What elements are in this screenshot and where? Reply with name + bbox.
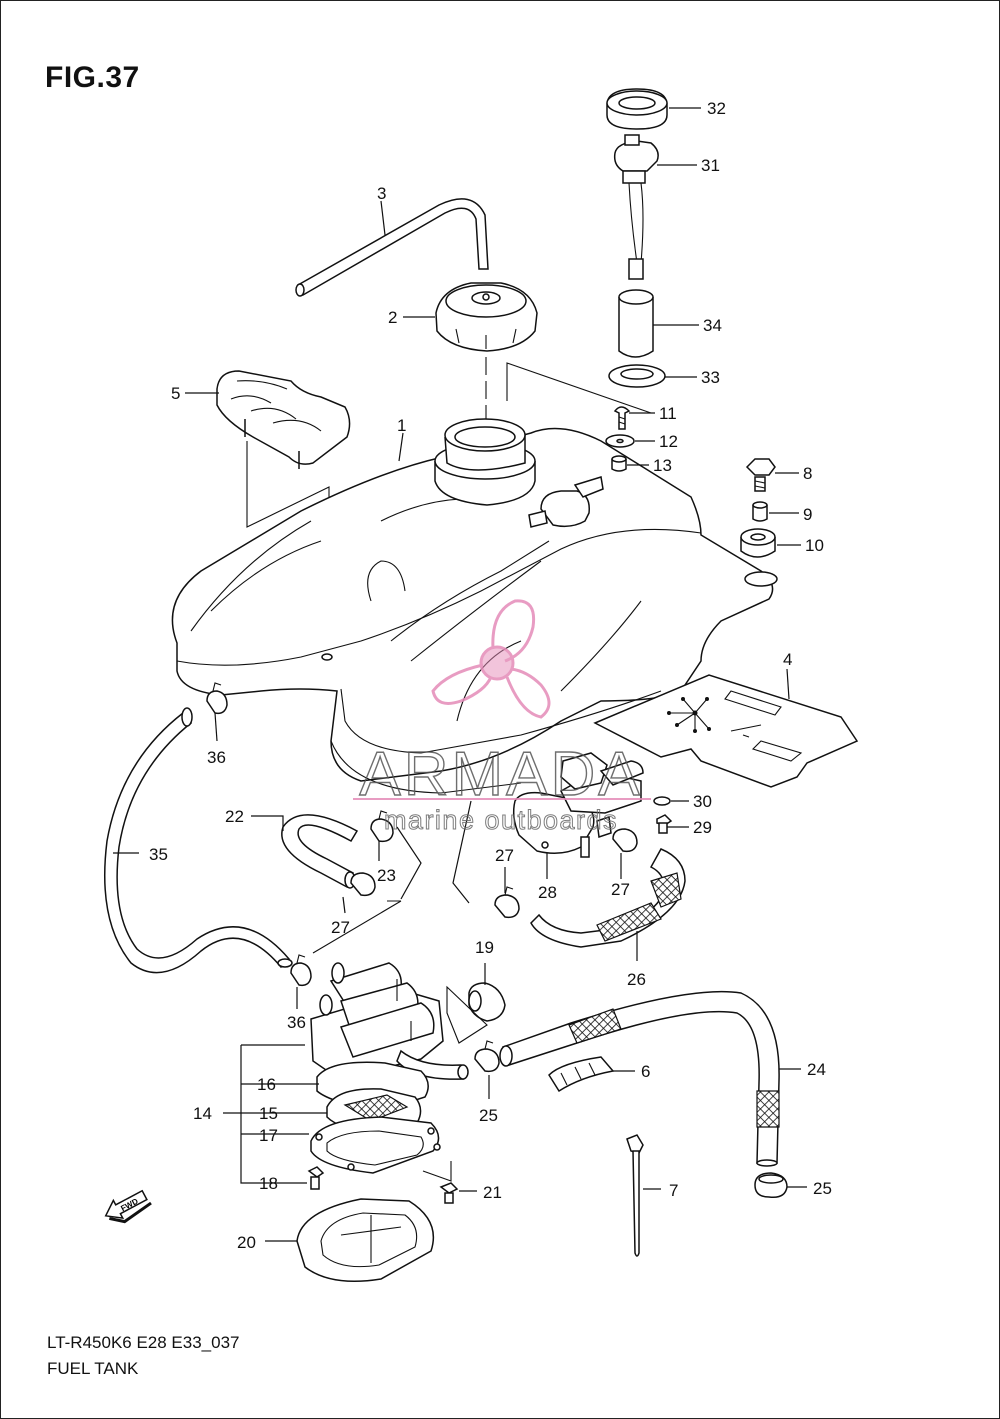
fuel-sender-unit <box>618 289 654 358</box>
callout-27-a: 27 <box>331 918 350 937</box>
model-code: LT-R450K6 E28 E33_037 <box>47 1333 240 1352</box>
callout-18: 18 <box>259 1174 278 1193</box>
hose-clip-36-upper <box>206 682 228 715</box>
callout-36-a: 36 <box>207 748 226 767</box>
callout-21: 21 <box>483 1183 502 1202</box>
pump-cover <box>296 1198 435 1283</box>
callout-35: 35 <box>149 845 168 864</box>
cock-washer <box>653 796 671 806</box>
watermark-brand: ARMADA <box>359 740 642 809</box>
callout-36-b: 36 <box>287 1013 306 1032</box>
callout-3: 3 <box>377 184 386 203</box>
callout-5: 5 <box>171 384 180 403</box>
propeller-logo-icon <box>431 599 551 719</box>
callout-8: 8 <box>803 464 812 483</box>
gauge-seal-ring <box>606 88 668 130</box>
callout-26: 26 <box>627 970 646 989</box>
watermark: ARMADA marine outboards <box>353 599 651 836</box>
callout-24: 24 <box>807 1060 826 1079</box>
callout-13: 13 <box>653 456 672 475</box>
fuel-hose-35 <box>104 707 293 974</box>
pump-screw-18 <box>307 1166 325 1190</box>
fuel-hose-upper <box>281 814 359 889</box>
callout-34: 34 <box>703 316 722 335</box>
mount-cushion <box>740 528 776 558</box>
callout-17: 17 <box>259 1126 278 1145</box>
callout-23: 23 <box>377 866 396 885</box>
mount-bolt <box>745 458 776 492</box>
fwd-arrow-icon: FWD <box>104 1189 152 1224</box>
callout-9: 9 <box>803 505 812 524</box>
callout-25-a: 25 <box>479 1106 498 1125</box>
callout-19: 19 <box>475 938 494 957</box>
hose-clip-25-a <box>474 1040 500 1073</box>
fuel-cock <box>512 752 644 858</box>
callout-12: 12 <box>659 432 678 451</box>
callout-numbers: 3 2 5 1 4 32 31 34 33 11 12 13 8 9 10 30… <box>149 99 832 1252</box>
callout-14: 14 <box>193 1104 212 1123</box>
callout-31: 31 <box>701 156 720 175</box>
cock-screw <box>656 814 673 834</box>
fuel-cap-plug <box>468 982 506 1022</box>
mount-collar <box>752 501 768 522</box>
tank-cover-pad <box>216 370 351 469</box>
hose-protector <box>548 1056 615 1093</box>
fuel-tank <box>171 418 778 794</box>
callout-29: 29 <box>693 818 712 837</box>
callout-33: 33 <box>701 368 720 387</box>
fuel-level-gauge <box>613 134 659 280</box>
hose-clip-23 <box>370 810 394 843</box>
callout-11: 11 <box>659 404 677 423</box>
fuel-hose-24 <box>499 990 780 1167</box>
callout-27-c: 27 <box>611 880 630 899</box>
callout-4: 4 <box>783 650 792 669</box>
figure-title: FIG.37 <box>45 61 140 94</box>
callout-22: 22 <box>225 807 244 826</box>
hose-clip-27-b <box>494 886 520 919</box>
callout-27-b: 27 <box>495 846 514 865</box>
pump-plate-17 <box>310 1116 441 1174</box>
callout-28: 28 <box>538 883 557 902</box>
callout-6: 6 <box>641 1062 650 1081</box>
callout-16: 16 <box>257 1075 276 1094</box>
fuel-hose-26 <box>530 848 686 948</box>
fuel-cap <box>435 282 538 352</box>
hose-clip-27-a <box>350 872 376 897</box>
watermark-tagline: marine outboards <box>384 805 618 835</box>
callout-32: 32 <box>707 99 726 118</box>
hose-clip-25-b <box>754 1172 788 1199</box>
hose-clip-27-c <box>612 828 638 853</box>
leader-lines <box>113 107 807 1242</box>
gauge-collar <box>611 455 627 472</box>
callout-2: 2 <box>388 308 397 327</box>
cable-tie <box>626 1134 644 1257</box>
callout-7: 7 <box>669 1181 678 1200</box>
pump-screw-21 <box>439 1182 459 1204</box>
callout-10: 10 <box>805 536 824 555</box>
gauge-screw <box>613 406 631 430</box>
callout-25-b: 25 <box>813 1179 832 1198</box>
callout-15: 15 <box>259 1104 278 1123</box>
callout-1: 1 <box>397 416 406 435</box>
callout-30: 30 <box>693 792 712 811</box>
section-name: FUEL TANK <box>47 1359 139 1378</box>
fuel-pump-assembly <box>310 962 469 1080</box>
heat-shield-plate <box>593 674 859 788</box>
hose-clip-36-lower <box>290 954 312 987</box>
sender-gasket <box>608 364 666 388</box>
callout-20: 20 <box>237 1233 256 1252</box>
breather-hose <box>295 198 489 297</box>
gauge-washer <box>605 434 635 448</box>
